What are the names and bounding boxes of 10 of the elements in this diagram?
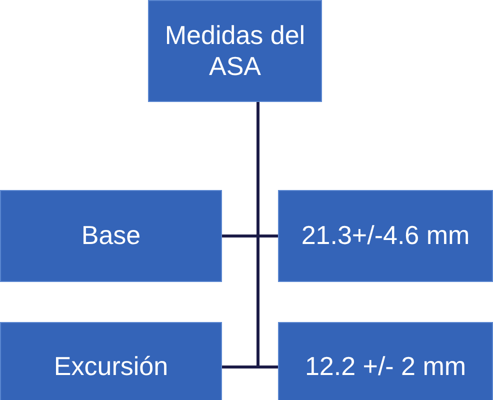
node-label: Medidas del ASA: [164, 20, 306, 82]
node-label: 21.3+/-4.6 mm: [301, 220, 470, 252]
node-label: Base: [81, 220, 141, 252]
process-box: [278, 190, 493, 282]
process-box: [278, 322, 493, 400]
node-label: 12.2 +/- 2 mm: [304, 351, 466, 383]
process-box: [148, 0, 322, 102]
process-box: [0, 190, 222, 282]
process-box: [0, 322, 222, 400]
node-label: Excursión: [54, 351, 168, 383]
